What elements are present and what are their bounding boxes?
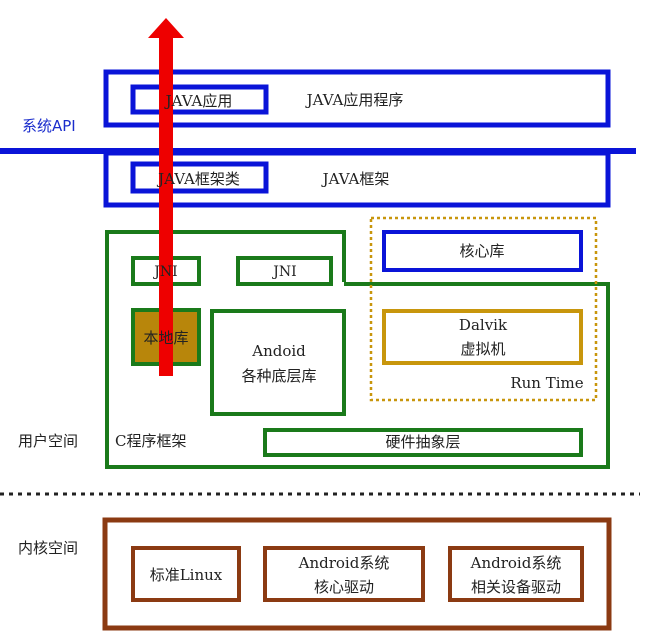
core-driver-line2: 核心驱动 — [314, 578, 374, 596]
dalvik-line2: 虚拟机 — [460, 340, 505, 358]
device-driver-line1: Android系统 — [470, 554, 562, 572]
red-arrow-shaft-front — [159, 34, 173, 376]
device-driver-line2: 相关设备驱动 — [471, 578, 561, 596]
system-api-label: 系统API — [22, 117, 76, 135]
java-framework-class-box — [130, 161, 269, 194]
hal-box — [263, 428, 583, 457]
hal-label: 硬件抽象层 — [385, 433, 460, 451]
jni-box-2 — [236, 256, 333, 286]
core-driver-line1: Android系统 — [298, 554, 390, 572]
framework-layer-box — [103, 150, 611, 208]
core-lib-label: 核心库 — [459, 242, 504, 260]
java-framework-label: JAVA框架 — [321, 170, 390, 188]
android-libs-box — [210, 309, 346, 416]
app-layer-box — [103, 69, 611, 128]
jni-label-1: JNI — [152, 264, 177, 280]
user-space-label: 用户空间 — [18, 432, 78, 450]
runtime-region — [369, 216, 598, 402]
core-lib-box — [382, 230, 583, 272]
kernel-space-label: 内核空间 — [18, 539, 78, 557]
c-framework-label: C程序框架 — [115, 432, 186, 450]
std-linux-label: 标准Linux — [150, 566, 223, 584]
android-libs-line1: Andoid — [251, 342, 306, 360]
user-space-region — [105, 230, 610, 469]
red-arrow-head — [148, 18, 184, 38]
core-driver-box — [263, 546, 425, 602]
java-app-box — [130, 84, 269, 115]
java-app-label: JAVA应用 — [164, 92, 233, 110]
java-app-program-label: JAVA应用程序 — [305, 91, 404, 109]
jni-label-2: JNI — [271, 264, 296, 280]
kernel-region — [102, 517, 612, 631]
java-framework-class-label: JAVA框架类 — [156, 170, 240, 188]
dalvik-line1: Dalvik — [459, 316, 508, 334]
native-lib-label: 本地库 — [143, 329, 188, 347]
dalvik-box — [382, 309, 583, 365]
android-libs-line2: 各种底层库 — [241, 367, 316, 385]
std-linux-box — [131, 546, 241, 602]
device-driver-box — [448, 546, 584, 602]
runtime-label: Run Time — [510, 374, 583, 392]
